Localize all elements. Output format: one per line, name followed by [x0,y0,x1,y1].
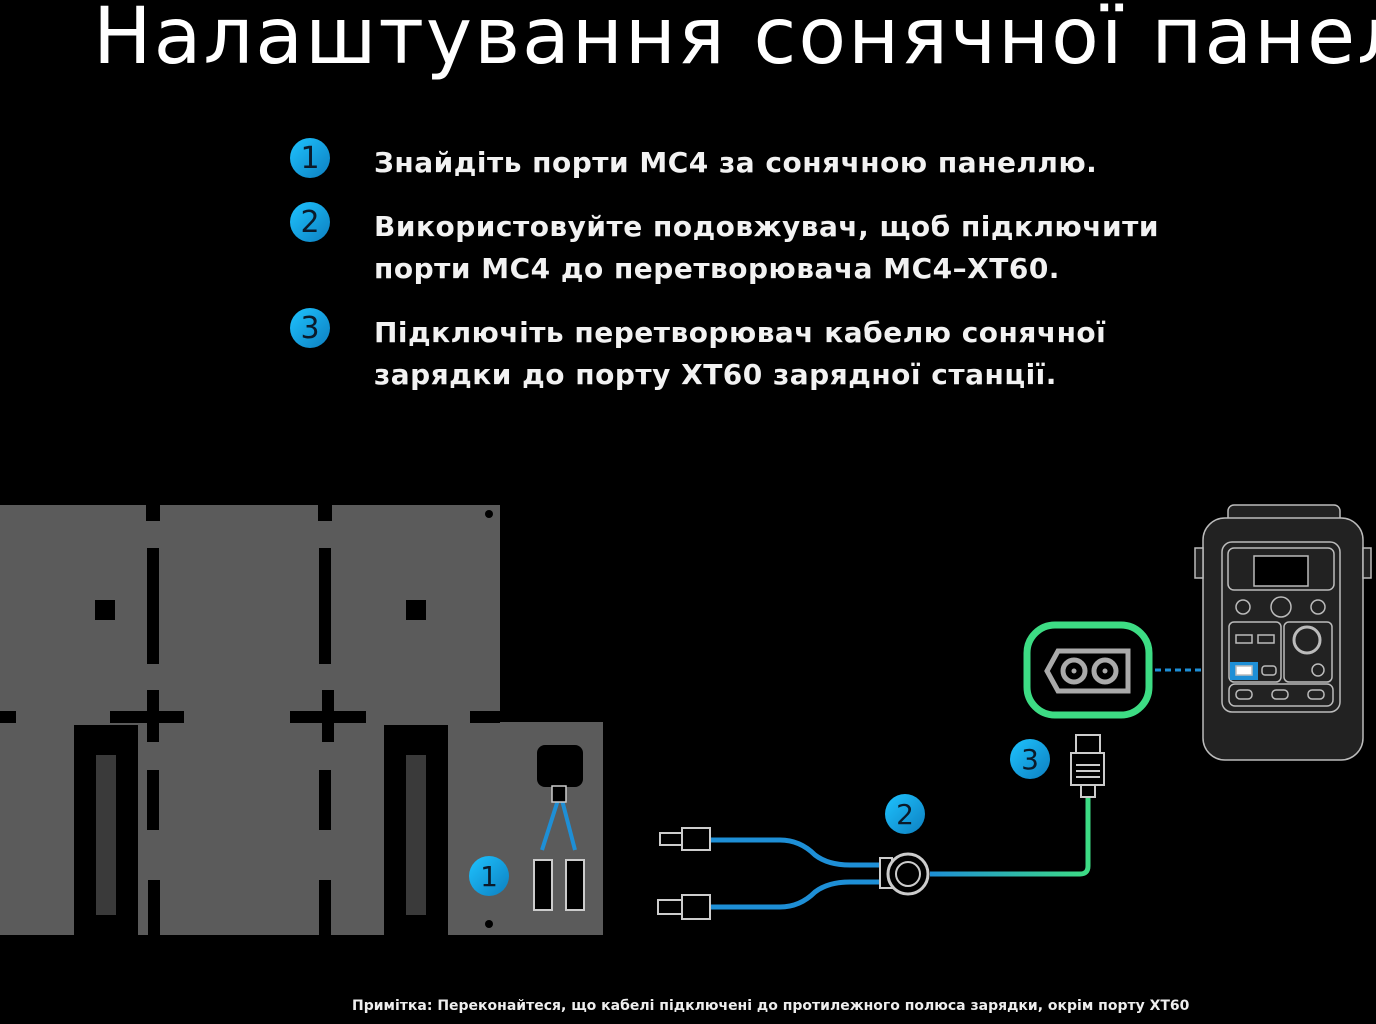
step-number-badge: 1 [290,138,330,178]
step-text: порти MC4 до перетворювача MC4–XT60. [374,252,1060,285]
solar-panel-icon [0,505,603,935]
step-text: Використовуйте подовжувач, щоб підключит… [374,210,1159,243]
step-3-marker: 3 [1010,739,1050,779]
footnote: Примітка: Переконайтеся, що кабелі підкл… [352,998,1190,1014]
step-3: 3 Підключіть перетворювач кабелю сонячно… [290,308,1107,396]
step-number-badge: 3 [290,308,330,348]
xt60-port-icon [1023,621,1228,719]
step-text: зарядки до порту XT60 зарядної станції. [374,358,1057,391]
step-text: Підключіть перетворювач кабелю сонячної [374,316,1107,349]
extension-cable-icon [710,795,1091,910]
step-number-badge: 2 [290,202,330,242]
power-station-icon [1194,504,1372,761]
step-2-marker: 2 [885,794,925,834]
step-text: Знайдіть порти MC4 за сонячною панеллю. [374,146,1098,179]
junction-box [537,745,583,787]
mc4-connectors-icon [540,799,577,851]
step-1: 1 Знайдіть порти MC4 за сонячною панеллю… [290,138,1098,184]
step-2: 2 Використовуйте подовжувач, щоб підключ… [290,202,1159,290]
page-title: Налаштування сонячної панелі [93,0,1376,82]
xt60-plug-icon [1070,734,1105,798]
step-1-marker: 1 [469,856,509,896]
